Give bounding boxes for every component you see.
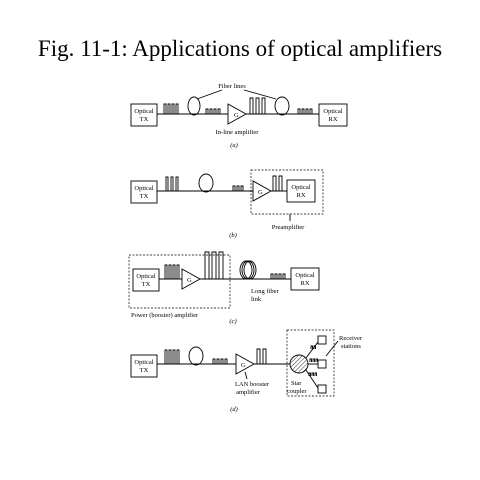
optical-rx-label: Optical	[323, 108, 342, 115]
receiver-station	[317, 384, 327, 394]
receiver-station	[317, 335, 327, 345]
fiber-spool	[198, 173, 214, 193]
receiver-station	[317, 359, 327, 369]
optical-tx-label: TX	[140, 116, 149, 123]
pointer-arrow	[325, 340, 339, 357]
lan-booster-label: LAN booster	[235, 381, 270, 388]
amplified-pulses	[256, 348, 267, 364]
preamplifier	[252, 180, 272, 202]
in-line-amplifier	[227, 103, 247, 125]
amplified-pulses	[272, 175, 283, 191]
panel-b: Optical TX G Optical RX Preamplifier (b)	[130, 169, 324, 239]
panel-caption: (a)	[230, 142, 238, 149]
slide-title: Fig. 11-1: Applications of optical ampli…	[37, 36, 443, 61]
fiber-spool	[187, 96, 201, 116]
coupler-output-line	[305, 341, 319, 359]
booster-amplifier-label: Power (booster) amplifier	[131, 312, 199, 319]
star-coupler-label: coupler	[287, 388, 307, 395]
booster-boundary	[128, 254, 231, 309]
attenuated-pulses	[205, 108, 221, 114]
amp-gain-symbol: G	[258, 189, 263, 196]
in-line-amplifier-label: In-line amplifier	[216, 129, 260, 136]
amplified-pulses	[204, 251, 224, 279]
optical-tx-label: Optical	[134, 185, 153, 192]
star-coupler-label: Star	[291, 380, 302, 387]
coupler-output-line	[305, 369, 319, 389]
attenuated-pulses	[212, 358, 228, 364]
panel-d: Optical TX G Receiver stations LAN boost…	[130, 329, 363, 413]
optical-rx-label: Optical	[291, 184, 310, 191]
output-pulses	[309, 358, 318, 362]
output-pulses	[308, 372, 317, 376]
optical-tx-box	[130, 103, 158, 127]
star-coupler	[289, 354, 309, 374]
optical-tx-box	[130, 180, 158, 204]
amp-gain-symbol: G	[241, 362, 246, 369]
lan-booster-label: amplifier	[236, 389, 261, 396]
optical-rx-label: RX	[296, 192, 305, 199]
fiber-spool	[274, 96, 290, 116]
panel-c: Optical TX G Optical RX Long fiber link …	[128, 251, 320, 325]
optical-tx-box	[132, 268, 160, 292]
preamplifier-boundary	[250, 169, 324, 215]
power-booster-amplifier	[181, 268, 201, 290]
output-pulses	[310, 345, 316, 349]
receiver-stations-label: stations	[341, 343, 361, 350]
signal-pulses	[164, 264, 180, 279]
panel-caption: (d)	[230, 406, 238, 413]
lan-boundary	[286, 329, 335, 397]
amp-gain-symbol: G	[234, 112, 239, 119]
amp-gain-symbol: G	[187, 277, 192, 284]
optical-rx-box	[290, 267, 320, 291]
optical-tx-label: TX	[142, 281, 151, 288]
optical-tx-label: TX	[140, 367, 149, 374]
signal-pulses	[164, 349, 180, 364]
panel-caption: (b)	[229, 232, 237, 239]
optical-rx-label: Optical	[295, 272, 314, 279]
attenuated-pulses	[270, 273, 286, 279]
fiber-spool	[188, 346, 204, 366]
optical-tx-label: Optical	[134, 359, 153, 366]
optical-tx-label: TX	[140, 193, 149, 200]
attenuated-pulses	[232, 185, 244, 191]
signal-pulses	[165, 176, 179, 191]
fiber-lines-label: Fiber lines	[218, 83, 246, 90]
optical-tx-label: Optical	[134, 108, 153, 115]
receiver-stations-label: Receiver	[339, 335, 363, 342]
panel-caption: (c)	[229, 318, 236, 325]
optical-rx-box	[286, 179, 316, 203]
long-fiber-label: link	[251, 296, 262, 303]
optical-tx-box	[130, 354, 158, 378]
optical-tx-label: Optical	[136, 273, 155, 280]
amplified-pulses	[249, 97, 266, 114]
panel-a: Optical TX G Optical RX Fiber lines In-l…	[130, 83, 348, 149]
optical-rx-label: RX	[300, 280, 309, 287]
optical-rx-label: RX	[328, 116, 337, 123]
fiber-spool	[243, 260, 257, 280]
pointer-arrow	[244, 371, 248, 380]
lan-booster-amplifier	[235, 353, 255, 375]
pointer-arrow	[243, 89, 277, 100]
signal-pulses	[163, 103, 179, 114]
pointer-arrow	[196, 89, 223, 100]
long-fiber-label: Long fiber	[251, 288, 279, 295]
preamplifier-label: Preamplifier	[272, 224, 305, 231]
optical-rx-box	[318, 103, 348, 127]
attenuated-pulses	[297, 108, 313, 114]
